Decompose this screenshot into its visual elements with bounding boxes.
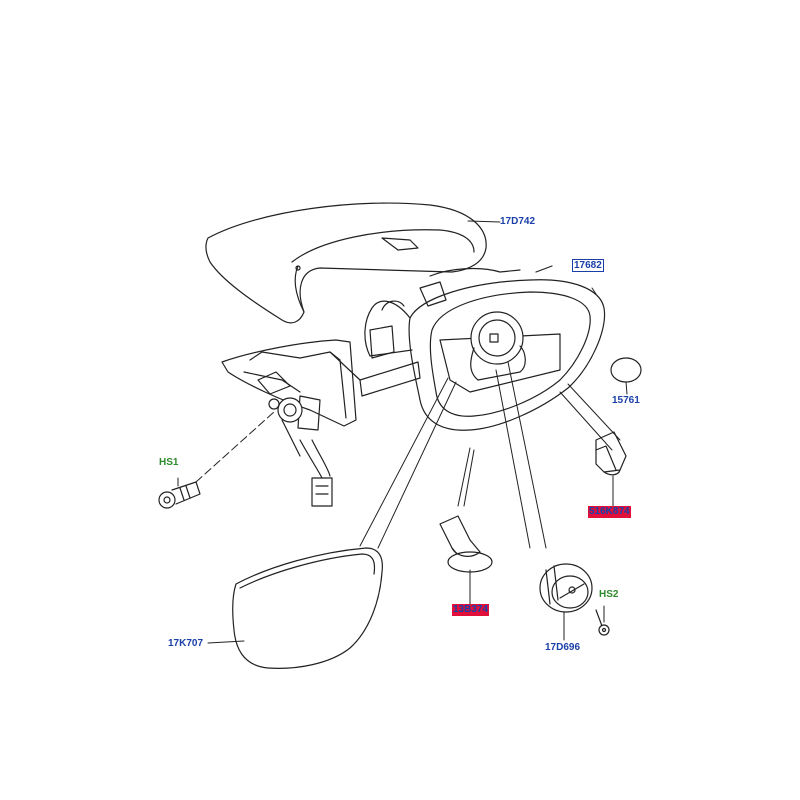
mirror-housing-part: [359, 265, 606, 431]
label-bulb-holder: 13B374: [452, 604, 490, 616]
screw-hs2-part: [595, 609, 610, 636]
label-bolt-hs1: HS1: [159, 457, 179, 468]
mirror-base-part: [221, 339, 361, 507]
cap-part: [610, 357, 642, 383]
mirror-cover-part: [205, 202, 487, 324]
bulb-holder-part: [439, 515, 493, 573]
label-cover: 17D742: [500, 216, 536, 227]
connector-part: [595, 431, 627, 476]
label-motor: 17D696: [545, 642, 581, 653]
motor-part: [539, 563, 593, 613]
bolt-hs1-part: [158, 481, 201, 509]
label-cap: 15761: [612, 395, 640, 406]
label-glass: 17K707: [168, 638, 204, 649]
label-assembly: 17682: [572, 259, 604, 272]
label-screw-hs2: HS2: [599, 589, 619, 600]
label-connector: 516K874: [588, 506, 631, 518]
mirror-glass-part: [232, 547, 383, 669]
